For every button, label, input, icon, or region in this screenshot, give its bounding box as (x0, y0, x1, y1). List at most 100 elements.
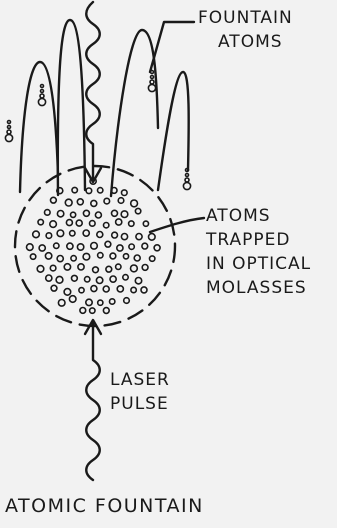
figure-caption: ATOMIC FOUNTAIN (5, 494, 204, 518)
trapped-atom (112, 210, 118, 216)
trapped-atom (149, 234, 156, 241)
trapped-atom (105, 241, 111, 247)
trapped-atom (118, 198, 124, 204)
trapped-atom (129, 221, 134, 226)
trapped-atom (69, 296, 76, 303)
trapped-atom (86, 188, 92, 194)
trapped-atom (116, 264, 121, 269)
trapped-atom (64, 289, 71, 296)
trapped-atom (141, 287, 147, 293)
trapped-atoms-leader (150, 218, 204, 232)
trapped-atoms-label-line: ATOMS (206, 204, 311, 228)
trapped-atom (98, 300, 103, 305)
trapped-atom (30, 254, 35, 259)
trapped-atom (123, 254, 128, 259)
trapped-atom (121, 211, 128, 218)
trapped-atom (96, 277, 102, 283)
trapped-atom (58, 300, 65, 307)
trapped-atom (80, 308, 86, 314)
trapped-atom (50, 221, 57, 228)
trapped-atom (110, 276, 116, 282)
trapped-atom (37, 266, 44, 273)
trapped-atom (123, 275, 128, 280)
trapped-atom (150, 256, 155, 261)
trapped-atom (46, 275, 52, 281)
trapped-atoms-label: ATOMS TRAPPED IN OPTICAL MOLASSES (206, 204, 311, 300)
trapped-atom (64, 264, 70, 270)
trapped-atom (112, 232, 118, 238)
trapped-atom (78, 264, 84, 270)
trapped-atom (122, 190, 128, 196)
trapped-atom (131, 287, 136, 292)
trapped-atom (95, 212, 101, 218)
trapped-atom (66, 220, 72, 226)
trapped-atom (51, 285, 57, 291)
trapped-atom (110, 253, 116, 259)
trapped-atom (104, 223, 109, 228)
trapped-atom (131, 200, 138, 207)
trapped-atom (83, 253, 90, 260)
trapped-atom (46, 233, 52, 239)
trapped-atom (103, 308, 109, 314)
trapped-atom (98, 253, 103, 258)
trapped-atoms-label-line: MOLASSES (206, 276, 311, 300)
trapped-atoms-label-line: TRAPPED (206, 228, 311, 252)
laser-pulse-wavy-arrow (86, 322, 100, 480)
trapped-atom (33, 231, 40, 238)
trapped-atom (142, 265, 148, 271)
trapped-atoms-cloud (27, 178, 161, 313)
trapped-atom (79, 288, 84, 293)
trapped-atom (39, 245, 45, 251)
trapped-atom (51, 197, 57, 203)
trapped-atom (129, 244, 134, 249)
trapped-atom (121, 234, 127, 240)
trapped-atom (103, 286, 109, 292)
trapped-atom (77, 199, 83, 205)
trapped-atom (135, 278, 141, 284)
fountain-atoms-label: FOUNTAIN ATOMS (198, 6, 293, 54)
trapped-atom (86, 299, 92, 305)
trapped-atom (106, 266, 112, 272)
trapped-atom (91, 243, 98, 250)
trapped-atom (85, 277, 90, 282)
trapped-atom (136, 234, 142, 240)
trapped-atom (72, 187, 77, 192)
trapped-atom (117, 286, 123, 292)
trapped-atom (65, 199, 72, 206)
trapped-atom (104, 198, 110, 204)
trapped-atom (71, 256, 76, 261)
trapped-atom (38, 219, 43, 224)
laser-pulse-label: LASER PULSE (110, 368, 170, 416)
falling-atoms-right (183, 169, 190, 190)
trapped-atom (134, 255, 140, 261)
trapped-atom (71, 212, 76, 217)
trapped-atom (56, 276, 63, 283)
laser-pulse-label-line: PULSE (110, 392, 170, 416)
atom-trajectory-far-left (20, 62, 58, 192)
trapped-atom (72, 275, 78, 281)
trapped-atom (124, 298, 130, 304)
trapped-atom (76, 220, 82, 226)
trapped-atom (116, 219, 122, 225)
trapped-atom (45, 210, 51, 216)
trapped-atom (27, 244, 34, 251)
fountain-atoms-leader (150, 22, 194, 72)
trapped-atom (93, 267, 99, 273)
trapped-atom (117, 245, 123, 251)
trapped-atom (131, 265, 138, 272)
trapped-atom (98, 188, 103, 193)
trapped-atoms-label-line: IN OPTICAL (206, 252, 311, 276)
trapped-atom (57, 211, 63, 217)
trapped-atom (91, 200, 97, 206)
atom-trajectory-far-right (158, 72, 189, 190)
trapped-atom (57, 230, 64, 237)
trapped-atom (97, 232, 103, 238)
trapped-atom (83, 230, 89, 236)
trapped-atom (77, 244, 83, 250)
trapped-atom (143, 221, 148, 226)
trapped-atom (45, 253, 51, 259)
trapped-atom (54, 243, 59, 248)
incoming-wavy-arrow (86, 2, 100, 180)
falling-atoms-left (5, 121, 12, 142)
trapped-atom (57, 256, 63, 262)
